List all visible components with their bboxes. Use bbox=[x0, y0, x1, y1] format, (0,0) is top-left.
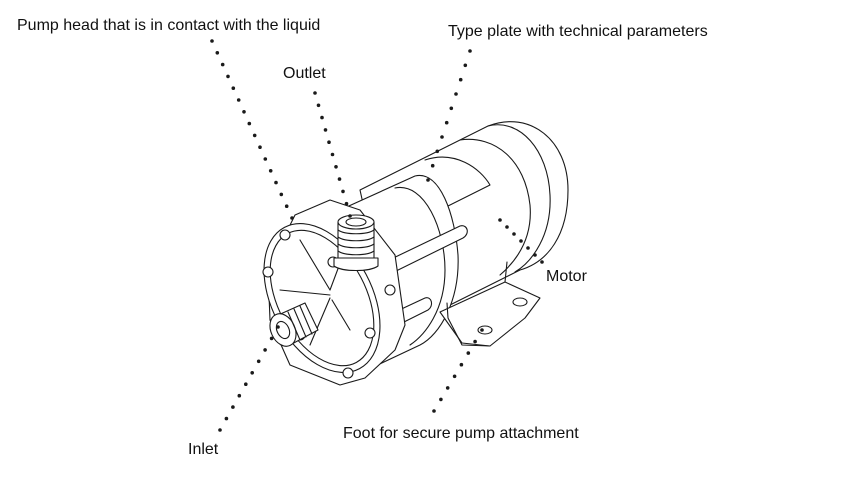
leader-dot bbox=[256, 359, 261, 364]
leader-dot bbox=[320, 115, 324, 120]
leader-foot bbox=[432, 328, 484, 413]
leader-dot bbox=[533, 253, 537, 257]
label-type-plate: Type plate with technical parameters bbox=[448, 23, 708, 40]
leader-dot bbox=[276, 325, 280, 329]
leader-dot bbox=[323, 128, 328, 132]
leader-dot bbox=[341, 189, 345, 194]
leader-dot bbox=[218, 428, 222, 432]
leader-dot bbox=[344, 201, 349, 206]
leader-dot bbox=[519, 239, 523, 243]
leader-dot bbox=[454, 92, 458, 96]
leader-type-plate bbox=[426, 49, 472, 182]
leader-dot bbox=[473, 339, 477, 344]
leader-dot bbox=[512, 232, 516, 236]
type-plate bbox=[424, 156, 491, 216]
leader-outlet bbox=[313, 91, 352, 218]
leader-dot bbox=[250, 371, 254, 375]
leader-pump-head bbox=[210, 39, 294, 220]
leader-dot bbox=[330, 152, 335, 157]
leader-dot bbox=[426, 178, 430, 182]
leader-dot bbox=[269, 336, 274, 341]
leader-dot bbox=[334, 165, 338, 169]
leader-dot bbox=[231, 405, 235, 409]
leader-dot bbox=[263, 348, 267, 352]
leader-dot bbox=[263, 157, 268, 161]
outlet-nozzle bbox=[333, 214, 379, 272]
leader-dot bbox=[526, 246, 530, 250]
leader-dot bbox=[231, 86, 236, 90]
label-outlet: Outlet bbox=[283, 65, 326, 82]
leader-dot bbox=[444, 120, 449, 125]
leader-dot bbox=[290, 216, 294, 220]
leader-dot bbox=[226, 74, 230, 79]
leader-dot bbox=[439, 397, 443, 402]
leader-dot bbox=[458, 77, 463, 82]
leader-inlet bbox=[218, 325, 280, 432]
leader-dot bbox=[540, 260, 544, 264]
label-motor: Motor bbox=[546, 268, 587, 285]
leader-motor bbox=[498, 218, 544, 264]
leader-dot bbox=[279, 192, 284, 197]
leader-dot bbox=[313, 91, 317, 95]
leader-dot bbox=[430, 163, 435, 168]
leader-dot bbox=[252, 133, 257, 138]
leader-dot bbox=[348, 214, 352, 218]
leader-dot bbox=[468, 49, 472, 53]
mounting-foot bbox=[439, 261, 541, 347]
label-pump-head: Pump head that is in contact with the li… bbox=[17, 17, 321, 34]
leader-dot bbox=[316, 103, 321, 108]
leader-dot bbox=[452, 374, 457, 379]
leader-dot bbox=[440, 135, 444, 139]
leader-dot bbox=[284, 204, 289, 208]
leader-dot bbox=[445, 386, 450, 390]
leader-dot bbox=[220, 62, 225, 67]
leader-dot bbox=[237, 393, 242, 398]
inlet-nozzle bbox=[269, 302, 319, 347]
leader-dot bbox=[258, 145, 262, 149]
leader-lines bbox=[210, 39, 544, 432]
leader-dot bbox=[224, 416, 229, 421]
label-inlet: Inlet bbox=[188, 441, 219, 458]
leader-dot bbox=[247, 121, 252, 126]
leader-dot bbox=[498, 218, 502, 222]
leader-dot bbox=[244, 382, 248, 387]
label-foot: Foot for secure pump attachment bbox=[343, 425, 579, 442]
leader-dot bbox=[480, 328, 484, 332]
leader-dot bbox=[268, 169, 273, 173]
leader-dot bbox=[459, 362, 464, 367]
leader-dot bbox=[337, 177, 342, 181]
leader-dot bbox=[274, 180, 278, 185]
leader-dot bbox=[210, 39, 214, 43]
leader-dot bbox=[236, 98, 241, 102]
leader-dot bbox=[463, 63, 468, 68]
leader-dot bbox=[432, 409, 436, 413]
leader-dot bbox=[242, 110, 246, 114]
leader-dot bbox=[435, 149, 440, 154]
leader-dot bbox=[505, 225, 509, 229]
leader-dot bbox=[466, 351, 471, 355]
leader-dot bbox=[327, 140, 331, 144]
leader-dot bbox=[215, 51, 220, 55]
leader-dot bbox=[449, 106, 454, 111]
